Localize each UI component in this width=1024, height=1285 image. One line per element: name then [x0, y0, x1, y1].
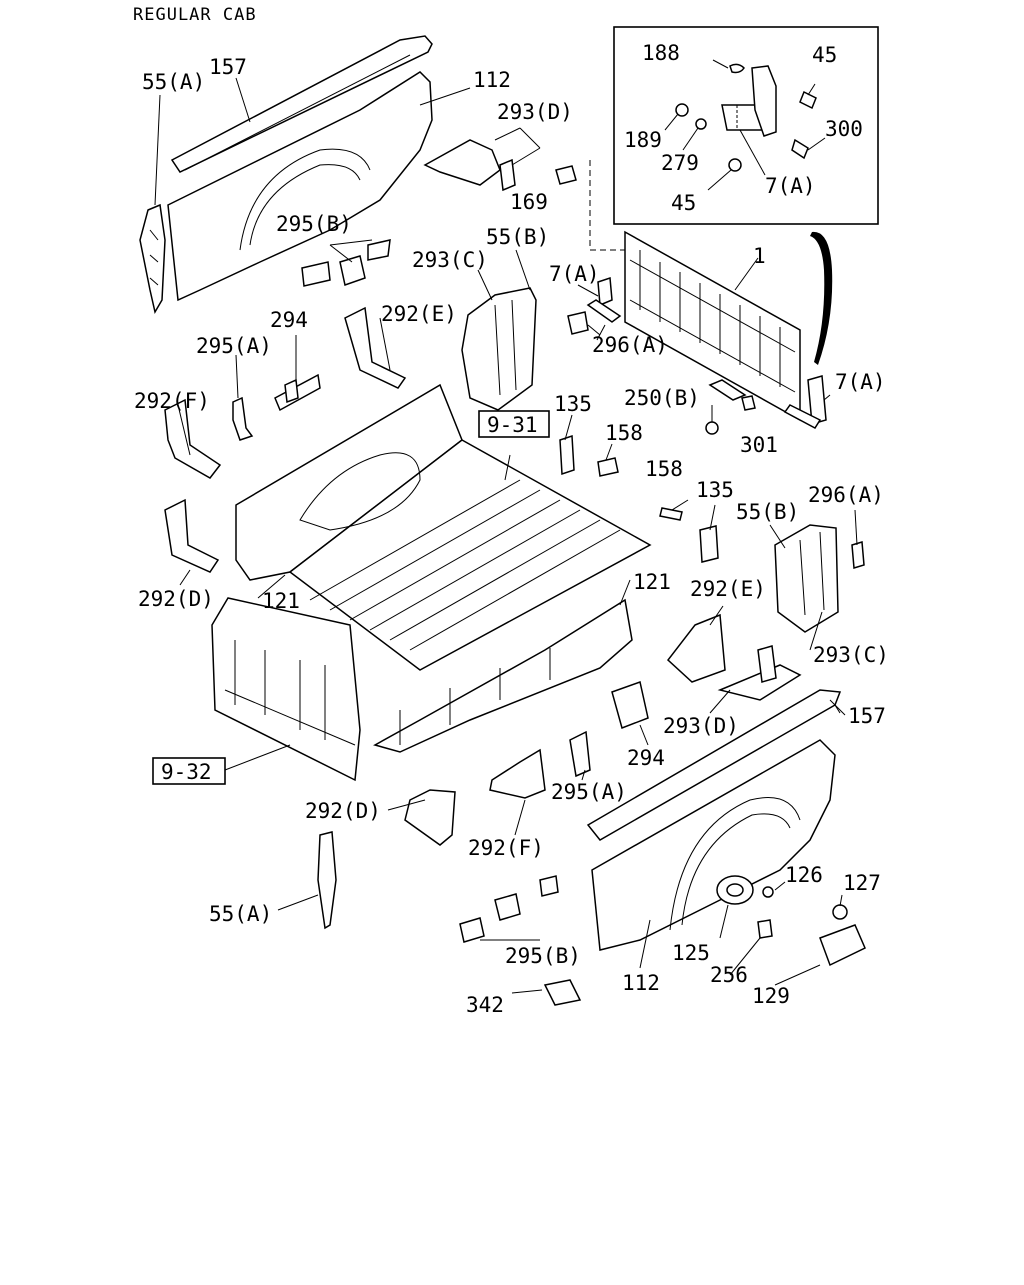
callout-294-top: 294 [270, 308, 308, 332]
bracket-292f-top [164, 398, 222, 479]
bracket-295b-top [301, 239, 391, 287]
callout-294-mid: 294 [627, 746, 665, 770]
callout-293c-right: 293(C) [813, 643, 889, 667]
callout-55a-top: 55(A) [142, 70, 205, 94]
callout-158-top: 158 [605, 421, 643, 445]
callout-293d-top: 293(D) [497, 100, 573, 124]
bracket-295a-top [232, 354, 254, 441]
callout-342: 342 [466, 993, 504, 1017]
clip-256 [757, 919, 773, 939]
bracket-292e-right [666, 613, 726, 683]
callout-250b: 250(B) [624, 386, 700, 410]
bracket-135-top [559, 414, 619, 477]
callout-158-mid: 158 [645, 457, 683, 481]
callout-293c-top: 293(C) [412, 248, 488, 272]
leader-55a-top [154, 94, 161, 206]
ref-box-9-32: 9-32 [152, 744, 291, 785]
callout-292d-mid: 292(D) [305, 799, 381, 823]
right-side-panel [586, 689, 842, 951]
bracket-7a-mid [567, 276, 622, 336]
callout-292d-left: 292(D) [138, 587, 214, 611]
bracket-292f-mid [489, 748, 546, 836]
callout-157-top: 157 [209, 55, 247, 79]
filler-door-129 [819, 924, 866, 967]
left-side-panel [139, 35, 433, 315]
callout-157-right: 157 [848, 704, 886, 728]
callout-7a-right: 7(A) [835, 370, 886, 394]
callout-295b-bottom: 295(B) [505, 944, 581, 968]
callout-188: 188 [642, 41, 680, 65]
bracket-292e-top [344, 306, 407, 389]
bracket-292d-left [164, 498, 220, 586]
callout-127: 127 [843, 871, 881, 895]
bracket-293d-mid [717, 645, 802, 701]
bracket-135-mid [659, 507, 719, 563]
callout-121-right: 121 [633, 570, 671, 594]
callout-300: 300 [825, 117, 863, 141]
callout-7a-inset: 7(A) [765, 174, 816, 198]
callout-292e-right: 292(E) [690, 577, 766, 601]
ref-box-9-31: 9-31 [478, 410, 550, 438]
leader-112-top [419, 87, 471, 106]
callout-112-top: 112 [473, 68, 511, 92]
bracket-295a-mid [569, 730, 591, 778]
leader-lines [257, 324, 858, 986]
callout-125: 125 [672, 941, 710, 965]
callout-292f-mid: 292(F) [468, 836, 544, 860]
diagram-header: REGULAR CAB [133, 5, 257, 25]
callout-295a-mid: 295(A) [551, 780, 627, 804]
callout-55b-right: 55(B) [736, 500, 799, 524]
hinge-detail-inset: 188 45 189 300 279 7(A) 45 [613, 26, 879, 225]
ref-9-32: 9-32 [161, 760, 212, 784]
callout-292f-top: 292(F) [134, 389, 210, 413]
callout-295a-top: 295(A) [196, 334, 272, 358]
callout-295b-top: 295(B) [276, 212, 352, 236]
callout-55b-top: 55(B) [486, 225, 549, 249]
hinge-250b [705, 379, 756, 435]
fuel-filler-125 [716, 875, 754, 939]
callout-293d-mid: 293(D) [663, 714, 739, 738]
clip-169 [555, 165, 577, 185]
bracket-7a-right [783, 375, 831, 429]
callout-7a-mid: 7(A) [549, 262, 600, 286]
bracket-293c-right [774, 524, 865, 633]
bracket-294-top [274, 335, 321, 412]
callout-121-left: 121 [262, 589, 300, 613]
bracket-293c-top [461, 249, 537, 411]
ref-9-31: 9-31 [487, 413, 538, 437]
bed-box-121 [235, 383, 652, 753]
screw-126 [762, 886, 774, 898]
bracket-293d-top [423, 127, 541, 192]
bracket-292d-mid [404, 789, 456, 846]
callout-189: 189 [624, 128, 662, 152]
callout-1: 1 [753, 244, 766, 268]
callout-135-mid: 135 [696, 478, 734, 502]
leader-157-top [235, 77, 251, 123]
pad-342 [543, 979, 582, 1006]
callout-45-top: 45 [812, 43, 837, 67]
callout-292e-top: 292(E) [381, 302, 457, 326]
inset-leader [589, 160, 640, 251]
callout-256: 256 [710, 963, 748, 987]
weatherstrip [810, 231, 833, 365]
front-panel [211, 597, 361, 782]
callout-126: 126 [785, 863, 823, 887]
callout-45-bottom: 45 [671, 191, 696, 215]
bracket-294-mid [611, 681, 649, 746]
callout-279: 279 [661, 151, 699, 175]
callout-135-top: 135 [554, 392, 592, 416]
strip-55a-bottom [277, 831, 337, 930]
callout-129: 129 [752, 984, 790, 1008]
callout-301: 301 [740, 433, 778, 457]
callout-169: 169 [510, 190, 548, 214]
screw-127 [832, 904, 848, 920]
bracket-295b-bottom [459, 875, 559, 943]
callout-112-bottom: 112 [622, 971, 660, 995]
callout-55a-bottom: 55(A) [209, 902, 272, 926]
leader-342 [511, 989, 543, 994]
callout-296a-top: 296(A) [592, 333, 668, 357]
callout-296a-right: 296(A) [808, 483, 884, 507]
